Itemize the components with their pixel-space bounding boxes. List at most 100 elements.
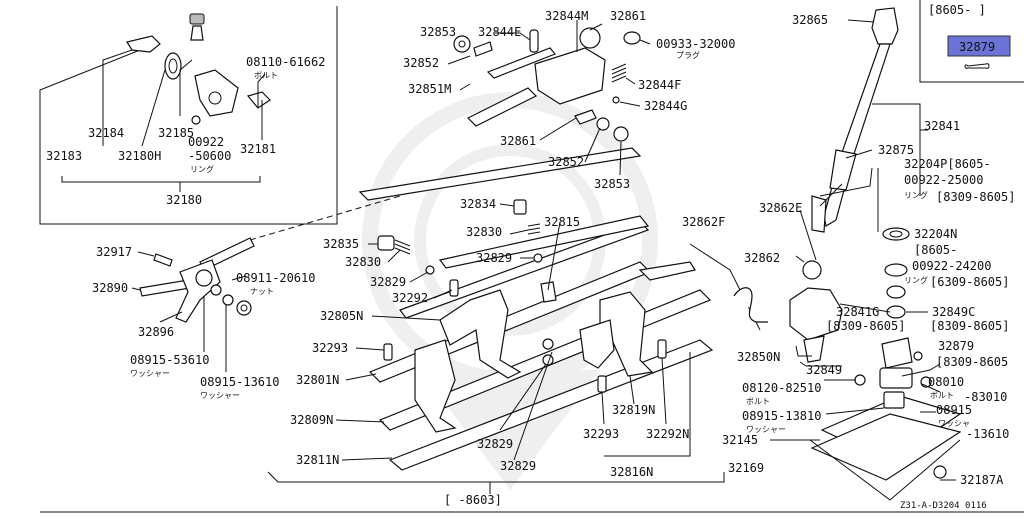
label-50600: -50600 — [188, 149, 231, 163]
label-32292-a: 32292 — [392, 291, 428, 305]
label-08120-82510: 08120-82510 — [742, 381, 821, 395]
label-8605-b: [8605- — [914, 243, 957, 257]
label-32183: 32183 — [46, 149, 82, 163]
part-00933-plug — [623, 31, 641, 45]
part-32835-plug — [377, 235, 395, 251]
label-32862F: 32862F — [682, 215, 725, 229]
part-32844M-bracket — [534, 47, 606, 105]
linkage-assembly — [131, 237, 255, 372]
label-8309-c: [8309-8605] — [930, 319, 1009, 333]
part-32181-lever — [194, 69, 239, 117]
label-32890: 32890 — [92, 281, 128, 295]
label-32879-highlighted: 32879 — [959, 40, 995, 54]
part-32890-rod — [139, 279, 191, 297]
label-32852-b: 32852 — [548, 155, 584, 169]
part-32853-nut-b — [613, 126, 629, 142]
label-08915-b: 08915 — [936, 403, 972, 417]
label-32145: 32145 — [722, 433, 758, 447]
label-00922-24200: 00922-24200 — [912, 259, 991, 273]
label-32849: 32849 — [806, 363, 842, 377]
label-32861-b: 32861 — [500, 134, 536, 148]
label-ring-2: リング — [904, 190, 928, 200]
label-08915-53610: 08915-53610 — [130, 353, 209, 367]
part-32180H-ring — [164, 52, 182, 80]
label-32829-c: 32829 — [477, 437, 513, 451]
label-32849C: 32849C — [932, 305, 975, 319]
label-8605-top: [8605- ] — [928, 3, 986, 17]
main-assembly-lines — [249, 20, 761, 494]
label-00922-a: 00922 — [188, 135, 224, 149]
label-32180: 32180 — [166, 193, 202, 207]
label-washer-4: ワッシャー — [200, 391, 240, 400]
label-32841G: 32841G — [836, 305, 879, 319]
label-32850N: 32850N — [737, 350, 780, 364]
part-32204N-ring — [882, 227, 910, 241]
label-00922-25000: 00922-25000 — [904, 173, 983, 187]
label-bolt-2: ボルト — [746, 397, 770, 406]
label-32819N: 32819N — [612, 403, 655, 417]
label-32187A: 32187A — [960, 473, 1004, 487]
part-32861-cap — [579, 27, 601, 49]
clip-icon — [964, 63, 990, 69]
inset-box-32879 — [919, 0, 1024, 83]
shift-lever-assembly — [733, 7, 962, 501]
part-32879-block — [881, 337, 913, 369]
inset-box-32180 — [39, 6, 338, 225]
part-32187A-bolt — [933, 465, 947, 479]
label-83010: -83010 — [964, 390, 1007, 404]
label-32853-a: 32853 — [420, 25, 456, 39]
label-32851M: 32851M — [408, 82, 451, 96]
part-32850N-boot — [789, 287, 843, 341]
label-32293-b: 32293 — [583, 427, 619, 441]
label-08911-20610: 08911-20610 — [236, 271, 315, 285]
label-32896: 32896 — [138, 325, 174, 339]
label-32805N: 32805N — [320, 309, 363, 323]
part-32844F-spring — [611, 63, 627, 83]
label-ring-3: リング — [904, 275, 928, 285]
label-32834: 32834 — [460, 197, 496, 211]
highlight-box-32879 — [947, 35, 1011, 57]
label-32861-a: 32861 — [610, 9, 646, 23]
label-32844E: 32844E — [478, 25, 521, 39]
label-32844G: 32844G — [644, 99, 687, 113]
label-ring-1: リング — [190, 164, 214, 174]
label-08915-13810: 08915-13810 — [742, 409, 821, 423]
label-32835: 32835 — [323, 237, 359, 251]
label-32184: 32184 — [88, 126, 124, 140]
label-32293-a: 32293 — [312, 341, 348, 355]
label-08110-61662: 08110-61662 — [246, 55, 325, 69]
diagram-code: Z31-A-D3204 0116 — [900, 501, 987, 511]
label-32862: 32862 — [744, 251, 780, 265]
label-32169: 32169 — [728, 461, 764, 475]
label-bolt-1: ボルト — [254, 71, 278, 80]
part-32834-bolt — [513, 199, 527, 215]
label-32809N: 32809N — [290, 413, 333, 427]
part-32183-shape — [126, 35, 161, 53]
label-32830-b: 32830 — [345, 255, 381, 269]
part-08911-nut — [236, 300, 252, 316]
part-32185-cap — [189, 13, 205, 25]
label-32185: 32185 — [158, 126, 194, 140]
label-8309-a: [8309-8605] — [936, 190, 1015, 204]
label-32181: 32181 — [240, 142, 276, 156]
label-32879-b: 32879 — [938, 339, 974, 353]
label-32841: 32841 — [924, 119, 960, 133]
label-32830-a: 32830 — [466, 225, 502, 239]
label-32917: 32917 — [96, 245, 132, 259]
label-32816N: 32816N — [610, 465, 653, 479]
label-8603-range: [ -8603] — [444, 493, 502, 507]
label-32844F: 32844F — [638, 78, 681, 92]
label-32862E: 32862E — [759, 201, 802, 215]
label-32292N: 32292N — [646, 427, 689, 441]
label-00933-32000: 00933-32000 — [656, 37, 735, 51]
label-32180H: 32180H — [118, 149, 161, 163]
label-32829-d: 32829 — [500, 459, 536, 473]
part-32169-gasket — [810, 413, 962, 481]
part-32805N-fork — [439, 289, 522, 379]
label-6309-8605: [6309-8605] — [930, 275, 1009, 289]
label-32801N: 32801N — [296, 373, 339, 387]
part-32917-bolt — [153, 253, 173, 267]
part-32841-lever — [823, 43, 891, 227]
label-32844M: 32844M — [545, 9, 588, 23]
